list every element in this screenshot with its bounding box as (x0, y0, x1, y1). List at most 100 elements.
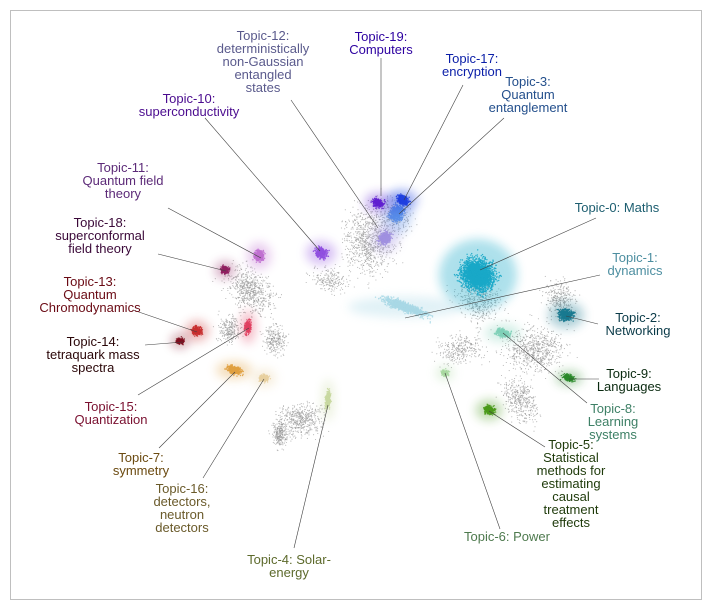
topic-6-label: Topic-6: Power (464, 529, 551, 544)
topic-6-label-line: Topic-6: Power (464, 529, 551, 544)
topic-15-label: Topic-15:Quantization (75, 399, 148, 427)
topic-2-leader-line (565, 315, 599, 325)
topic-1-cluster (348, 295, 462, 324)
topic-14-cluster (171, 333, 189, 349)
topic-9-label: Topic-9:Languages (597, 366, 662, 394)
background-document-points (212, 188, 581, 452)
topic-16-label-line: detectors, (153, 494, 210, 509)
topic-6-leader-line (444, 372, 501, 530)
topic-4-label: Topic-4: Solar-energy (247, 552, 331, 580)
topic-2-cluster (548, 301, 584, 329)
topic-7-label-line: symmetry (113, 463, 170, 478)
topic-12-label-line: non-Gaussian (223, 54, 304, 69)
topic-4-label-line: energy (269, 565, 309, 580)
topic-16-label-line: neutron (160, 507, 204, 522)
topic-7-label: Topic-7:symmetry (113, 450, 170, 478)
topic-17-label: Topic-17:encryption (442, 51, 502, 79)
topic-15-cluster (240, 310, 256, 344)
topic-14-label-line: Topic-14: (67, 334, 120, 349)
topic-7-leader-line (158, 371, 236, 449)
topic-12-label-line: states (246, 80, 281, 95)
topic-7-cluster (216, 361, 252, 379)
topic-18-label-line: Topic-18: (74, 215, 127, 230)
topic-14-leader-line (144, 341, 184, 346)
topic-7-label-line: Topic-7: (118, 450, 164, 465)
topic-18-label-line: superconformal (55, 228, 145, 243)
topic-18-cluster (214, 261, 236, 279)
topic-12-cluster (371, 223, 399, 253)
topic-0-cluster (439, 239, 517, 311)
topic-4-leader-line (293, 404, 329, 549)
topic-9-label-line: Topic-9: (606, 366, 652, 381)
topic-1-leader-line (404, 274, 601, 319)
topic-9-label-line: Languages (597, 379, 662, 394)
topic-1-label-line: Topic-1: (612, 250, 658, 265)
topic-3-label-line: entanglement (489, 100, 568, 115)
topic-8-label-line: systems (589, 427, 637, 442)
topic-8-leader-line (502, 332, 588, 404)
topic-18-label-line: field theory (68, 241, 132, 256)
topic-19-label-line: Computers (349, 42, 413, 57)
topic-16-label-line: Topic-16: (156, 481, 209, 496)
topic-12-label-line: Topic-12: (237, 28, 290, 43)
topic-15-leader-line (137, 327, 250, 396)
topic-10-cluster (306, 241, 336, 265)
topic-5-label-line: Topic-5: (548, 437, 594, 452)
topic-14-label-line: spectra (72, 360, 115, 375)
topic-11-leader-line (167, 207, 262, 259)
topic-13-leader-line (132, 309, 198, 333)
topic-11-cluster (247, 242, 271, 270)
topic-2-label-line: Networking (605, 323, 670, 338)
topic-17-label-line: encryption (442, 64, 502, 79)
topic-17-label-line: Topic-17: (446, 51, 499, 66)
topic-clusters (171, 189, 584, 421)
topic-17-leader-line (403, 84, 464, 201)
topic-19-cluster (364, 192, 392, 214)
topic-5-label-line: causal (552, 489, 590, 504)
topic-10-label-line: superconductivity (139, 104, 240, 119)
topic-13-cluster (185, 320, 209, 342)
topic-16-label-line: detectors (155, 520, 209, 535)
topic-17-cluster (388, 189, 418, 211)
topic-9-cluster (555, 370, 583, 386)
topic-8-label-line: Learning (588, 414, 639, 429)
topic-0-label: Topic-0: Maths (575, 200, 660, 215)
topic-4-label-line: Topic-4: Solar- (247, 552, 331, 567)
topic-12-leader-line (290, 99, 379, 229)
topic-5-label-line: Statistical (543, 450, 599, 465)
topic-3-label-line: Quantum (501, 87, 554, 102)
topic-2-label-line: Topic-2: (615, 310, 661, 325)
topic-2-label: Topic-2:Networking (605, 310, 670, 338)
topic-5-leader-line (488, 410, 546, 448)
topic-5-label-line: treatment (544, 502, 599, 517)
topic-11-label-line: theory (105, 186, 142, 201)
topic-10-leader-line (204, 117, 321, 252)
topic-8-label-line: Topic-8: (590, 401, 636, 416)
topic-1-label: Topic-1:dynamics (608, 250, 663, 278)
topic-19-label: Topic-19:Computers (349, 29, 413, 57)
topic-16-cluster (252, 369, 276, 387)
topic-19-label-line: Topic-19: (355, 29, 408, 44)
topic-15-label-line: Topic-15: (85, 399, 138, 414)
topic-5-cluster (475, 399, 503, 421)
topic-14-label-line: tetraquark mass (46, 347, 140, 362)
topic-10-label-line: Topic-10: (163, 91, 216, 106)
topic-18-leader-line (157, 253, 227, 272)
topic-12-label-line: entangled (234, 67, 291, 82)
topic-1-label-line: dynamics (608, 263, 663, 278)
topic-5-label-line: methods for (537, 463, 606, 478)
topic-10-label: Topic-10:superconductivity (139, 91, 240, 119)
topic-11-label-line: Topic-11: (97, 160, 149, 175)
topic-4-cluster (322, 379, 334, 421)
topic-3-leader-line (398, 117, 505, 215)
topic-0-label-line: Topic-0: Maths (575, 200, 660, 215)
topic-0-leader-line (479, 217, 597, 271)
topic-11-label-line: Quantum field (83, 173, 164, 188)
